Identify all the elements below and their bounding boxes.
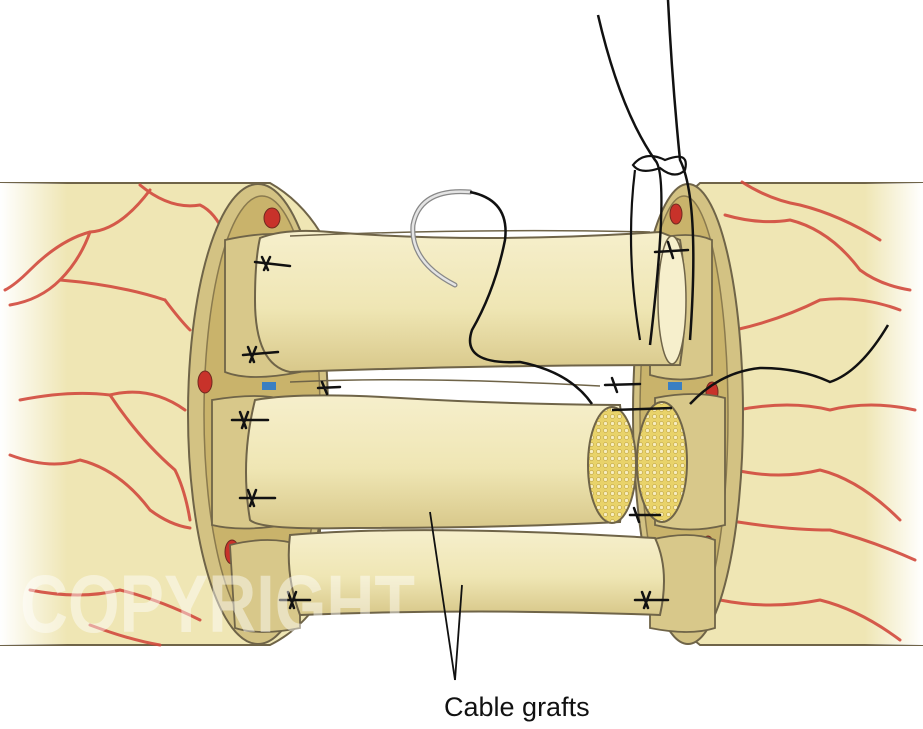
suture-thread-forceps-right	[666, 0, 695, 341]
suture-knots	[230, 240, 690, 610]
caption-leader-lines	[429, 511, 463, 681]
left-vessel-mid	[197, 370, 213, 394]
surgical-needle-with-suture	[410, 0, 890, 412]
cable-graft-lower	[287, 529, 665, 617]
cable-graft-upper	[253, 229, 687, 374]
cable-graft-middle	[245, 379, 630, 530]
graft-cut-end-left	[587, 406, 637, 524]
suture-thread-right	[611, 324, 890, 412]
left-blood-vessels	[3, 183, 227, 647]
suture-thread-main	[468, 190, 594, 405]
copyright-watermark: COPYRIGHT	[20, 559, 415, 650]
right-blood-vessels	[718, 180, 917, 642]
graft-cut-end-right	[636, 401, 688, 523]
left-vessel-upper	[263, 207, 281, 229]
caption-cable-grafts: Cable grafts	[444, 692, 590, 722]
left-blue-marker	[262, 382, 276, 390]
right-blue-marker	[668, 382, 682, 390]
suture-thread-forceps-left	[596, 14, 663, 346]
right-vessel-upper	[669, 203, 683, 225]
suture-knot-loop	[629, 154, 687, 341]
